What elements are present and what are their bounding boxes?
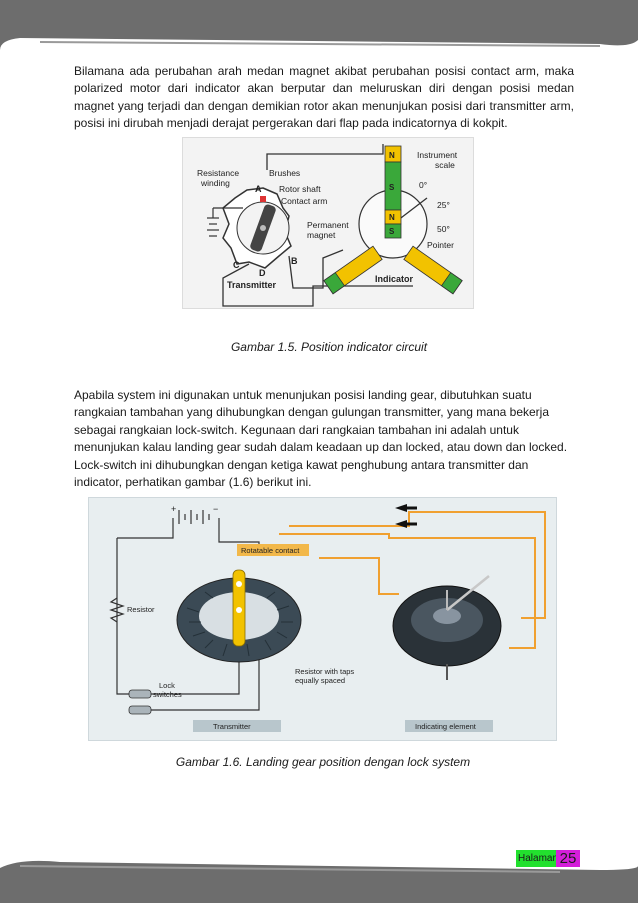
wire-b bbox=[288, 249, 344, 289]
svg-text:N: N bbox=[389, 213, 395, 222]
label-minus: − bbox=[213, 504, 218, 514]
label-resistor: Resistor bbox=[127, 605, 155, 614]
magnet-rotor-s bbox=[384, 223, 402, 239]
paragraph-2: Apabila system ini digunakan untuk menun… bbox=[74, 388, 568, 490]
label-indicator: Indicator bbox=[375, 274, 414, 284]
figure-1-caption: Gambar 1.5. Position indicator circuit bbox=[230, 340, 428, 354]
label-c: C bbox=[233, 260, 240, 270]
indicator-coil-right bbox=[403, 245, 463, 295]
svg-text:N: N bbox=[389, 151, 395, 160]
label-deg-50: 50° bbox=[437, 224, 450, 234]
svg-text:S: S bbox=[389, 183, 395, 192]
header-band bbox=[0, 0, 638, 50]
page-label: Halaman bbox=[516, 850, 558, 867]
battery-symbol bbox=[207, 207, 243, 237]
label-permanent-1: Permanent bbox=[307, 220, 349, 230]
rotatable-contact-box bbox=[237, 544, 309, 556]
label-resistor-taps-2: equally spaced bbox=[295, 676, 345, 685]
label-permanent-2: magnet bbox=[307, 230, 336, 240]
label-indicating-element: Indicating element bbox=[415, 722, 477, 731]
label-brushes: Brushes bbox=[269, 168, 300, 178]
label-resistance-1: Resistance bbox=[197, 168, 239, 178]
figure-position-indicator-circuit: Resistance winding Brushes Rotor shaft C… bbox=[182, 137, 474, 309]
transmitter-label-bar bbox=[193, 720, 281, 732]
label-lock-2: switches bbox=[153, 690, 182, 699]
landing-gear-diagram: + − Rotatable contact Resistor Resistor … bbox=[109, 504, 546, 732]
label-d: D bbox=[259, 268, 266, 278]
footer-band bbox=[0, 860, 638, 903]
lock-wire bbox=[149, 648, 240, 695]
label-deg-25: 25° bbox=[437, 200, 450, 210]
label-b: B bbox=[291, 256, 298, 266]
label-plus: + bbox=[171, 504, 176, 514]
label-pointer: Pointer bbox=[427, 240, 454, 250]
paragraph-1: Bilamana ada perubahan arah medan magnet… bbox=[74, 64, 574, 131]
label-instrument-2: scale bbox=[435, 160, 455, 170]
indicator-needle bbox=[446, 575, 490, 611]
label-rotor-shaft: Rotor shaft bbox=[279, 184, 321, 194]
signal-wire-low bbox=[319, 557, 399, 595]
label-transmitter: Transmitter bbox=[213, 722, 251, 731]
circuit-wire-left bbox=[116, 538, 149, 695]
svg-text:S: S bbox=[389, 227, 395, 236]
arrow-icons bbox=[395, 504, 417, 528]
indicator-coil-left bbox=[323, 245, 383, 295]
lock-switch-2 bbox=[128, 705, 152, 715]
label-resistance-2: winding bbox=[200, 178, 230, 188]
label-transmitter: Transmitter bbox=[227, 280, 277, 290]
label-instrument-1: Instrument bbox=[417, 150, 458, 160]
label-deg-0: 0° bbox=[419, 180, 427, 190]
wire-c bbox=[266, 144, 384, 170]
figure-2-caption: Gambar 1.6. Landing gear position dengan… bbox=[175, 755, 471, 769]
lock-switch-1 bbox=[128, 689, 152, 699]
indicating-element-label-bar bbox=[405, 720, 493, 732]
signal-wire-top bbox=[289, 511, 546, 619]
battery-symbol bbox=[178, 510, 210, 524]
label-lock-1: Lock bbox=[159, 681, 175, 690]
label-resistor-taps-1: Resistor with taps bbox=[295, 667, 354, 676]
label-contact-arm: Contact arm bbox=[281, 196, 327, 206]
resistor-symbol bbox=[109, 597, 125, 623]
signal-wire-mid bbox=[279, 533, 536, 649]
figure-landing-gear-lock-system: + − Rotatable contact Resistor Resistor … bbox=[88, 497, 557, 741]
label-a: A bbox=[255, 184, 262, 194]
label-rotatable-contact: Rotatable contact bbox=[241, 546, 300, 555]
position-indicator-diagram: Resistance winding Brushes Rotor shaft C… bbox=[197, 144, 463, 307]
page-number: 25 bbox=[556, 850, 580, 867]
